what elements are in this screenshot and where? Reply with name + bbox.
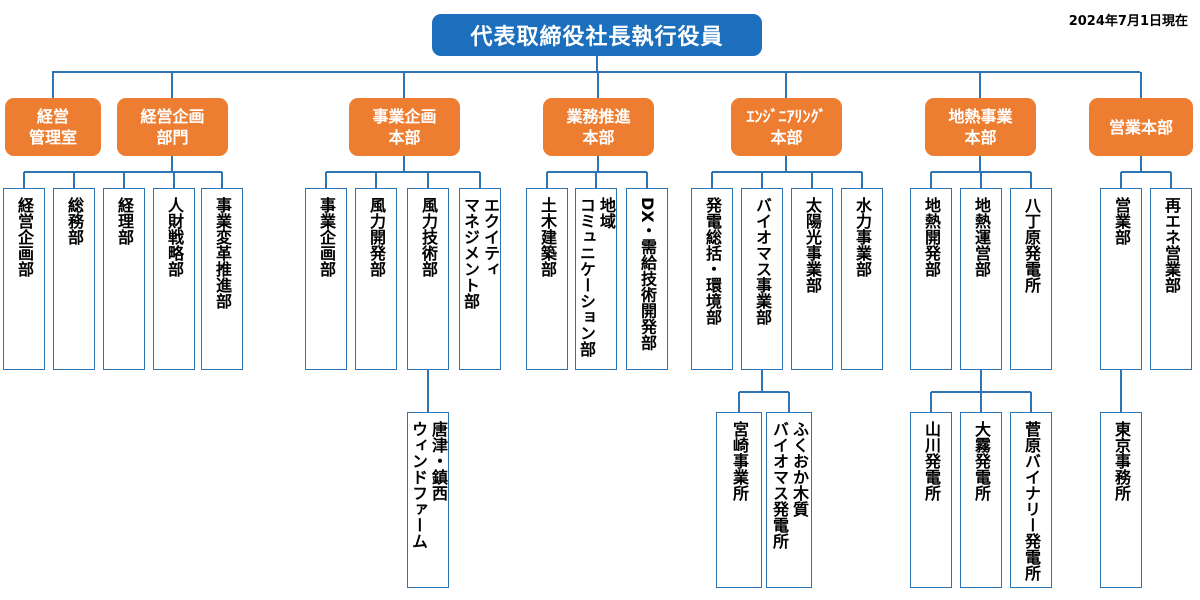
division-box: 地熱事業本部 [925,98,1036,156]
top-executive-label: 代表取締役社長執行役員 [470,25,724,50]
division-label: 業務推進 [566,107,631,126]
division-label: ｴﾝｼﾞﾆｱﾘﾝｸﾞ [746,107,827,126]
division-label: 経営 [36,107,69,126]
as-of-date: 2024年7月1日現在 [1068,14,1188,29]
division-box: 業務推進本部 [543,98,654,156]
department-box: 経営企画部 [3,188,45,370]
sub-unit-box: ふくおか木質 バイオマス発電所 [766,412,812,588]
department-box: 土木建築部 [526,188,568,370]
division-label: 営業本部 [1108,117,1173,137]
division-box: ｴﾝｼﾞﾆｱﾘﾝｸﾞ 本部 [731,98,842,156]
top-executive-box: 代表取締役社長執行役員 [432,14,762,56]
department-box: 地熱運営部 [960,188,1002,370]
division-label: 本部 [582,128,615,147]
sub-unit-box: 山川発電所 [910,412,952,588]
department-box: 再エネ営業部 [1150,188,1192,370]
sub-unit-box: 唐津・鎮西 ウィンドファーム [407,412,449,588]
division-label: 本部 [770,128,803,147]
division-label: 経営企画 [140,107,205,126]
department-box: 地域 コミュニケーション部 [575,188,617,370]
sub-unit-box: 菅原バイナリー発電所 [1010,412,1052,588]
department-box: 事業企画部 [305,188,347,370]
department-box: 風力開発部 [355,188,397,370]
department-box: 営業部 [1100,188,1142,370]
department-box: 人財戦略部 [153,188,195,370]
division-label: 管理室 [28,128,77,147]
department-box: DX・需給技術開発部 [626,188,668,370]
division-label: 地熱事業 [948,107,1013,126]
division-box: 事業企画本部 [349,98,460,156]
division-box: 営業本部 [1089,98,1193,156]
division-label: 本部 [388,128,421,147]
department-box: 地熱開発部 [910,188,952,370]
sub-unit-box: 東京事務所 [1100,412,1142,588]
department-box: バイオマス事業部 [741,188,783,370]
department-box: 事業変革推進部 [201,188,243,370]
division-box: 経営管理室 [5,98,101,156]
department-box: 風力技術部 [407,188,449,370]
department-box: 太陽光事業部 [791,188,833,370]
department-box: 水力事業部 [841,188,883,370]
division-label: 事業企画 [372,107,437,126]
department-box: エクイティ マネジメント部 [459,188,501,370]
department-box: 総務部 [53,188,95,370]
department-box: 経理部 [103,188,145,370]
sub-unit-box: 大霧発電所 [960,412,1002,588]
division-box: 経営企画部門 [117,98,228,156]
sub-unit-box: 宮崎事業所 [716,412,762,588]
division-label: 本部 [964,128,997,147]
department-box: 八丁原発電所 [1010,188,1052,370]
department-box: 発電総括・環境部 [691,188,733,370]
division-label: 部門 [156,128,189,147]
